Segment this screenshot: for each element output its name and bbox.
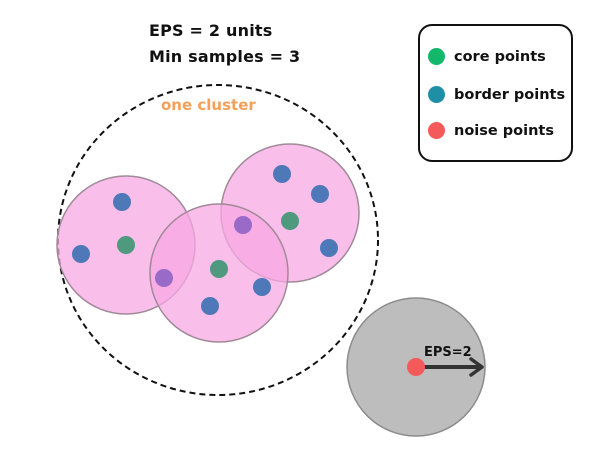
overlap-point xyxy=(234,216,252,234)
legend-label: border points xyxy=(454,86,566,103)
border-point xyxy=(201,297,219,315)
cluster-label: one cluster xyxy=(161,96,256,114)
parameters-text: EPS = 2 units Min samples = 3 xyxy=(149,18,300,70)
overlap-point xyxy=(155,269,173,287)
legend-label: noise points xyxy=(454,122,554,139)
border-point xyxy=(320,239,338,257)
noise-point-marker xyxy=(428,122,445,139)
noise-point xyxy=(407,358,425,376)
border-point xyxy=(113,193,131,211)
core-point xyxy=(210,260,228,278)
border-point xyxy=(273,165,291,183)
legend-item-core: core points xyxy=(428,48,546,65)
core-point xyxy=(117,236,135,254)
core-point-marker xyxy=(428,48,445,65)
eps-arrow-label: EPS=2 xyxy=(424,345,472,360)
legend-item-noise: noise points xyxy=(428,122,554,139)
border-point-marker xyxy=(428,86,445,103)
legend: core points border points noise points xyxy=(418,24,573,162)
core-point xyxy=(281,212,299,230)
legend-label: core points xyxy=(454,48,546,65)
min-samples-parameter: Min samples = 3 xyxy=(149,47,301,66)
eps-arrow-head xyxy=(469,357,484,377)
eps-parameter: EPS = 2 units xyxy=(149,21,273,40)
border-point xyxy=(72,245,90,263)
border-point xyxy=(311,185,329,203)
legend-item-border: border points xyxy=(428,86,565,103)
border-point xyxy=(253,278,271,296)
